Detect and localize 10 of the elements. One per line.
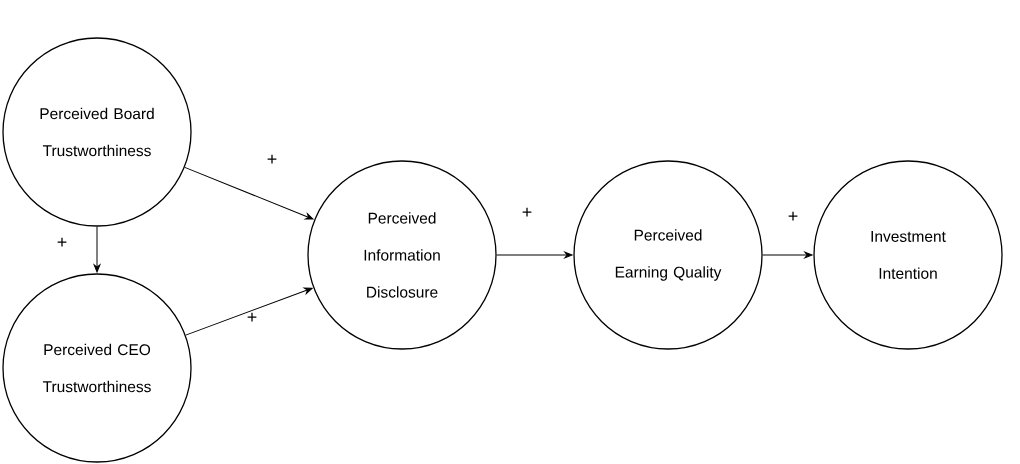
arrow [762, 251, 813, 259]
edge-label: + [788, 211, 798, 221]
edge-label: + [522, 207, 532, 217]
edge-label: + [247, 312, 257, 322]
edge-label: + [267, 154, 277, 164]
arrow [184, 166, 314, 220]
arrow [496, 251, 573, 259]
arrow [185, 287, 313, 336]
arrow [93, 226, 101, 273]
edge-label: + [57, 237, 67, 247]
